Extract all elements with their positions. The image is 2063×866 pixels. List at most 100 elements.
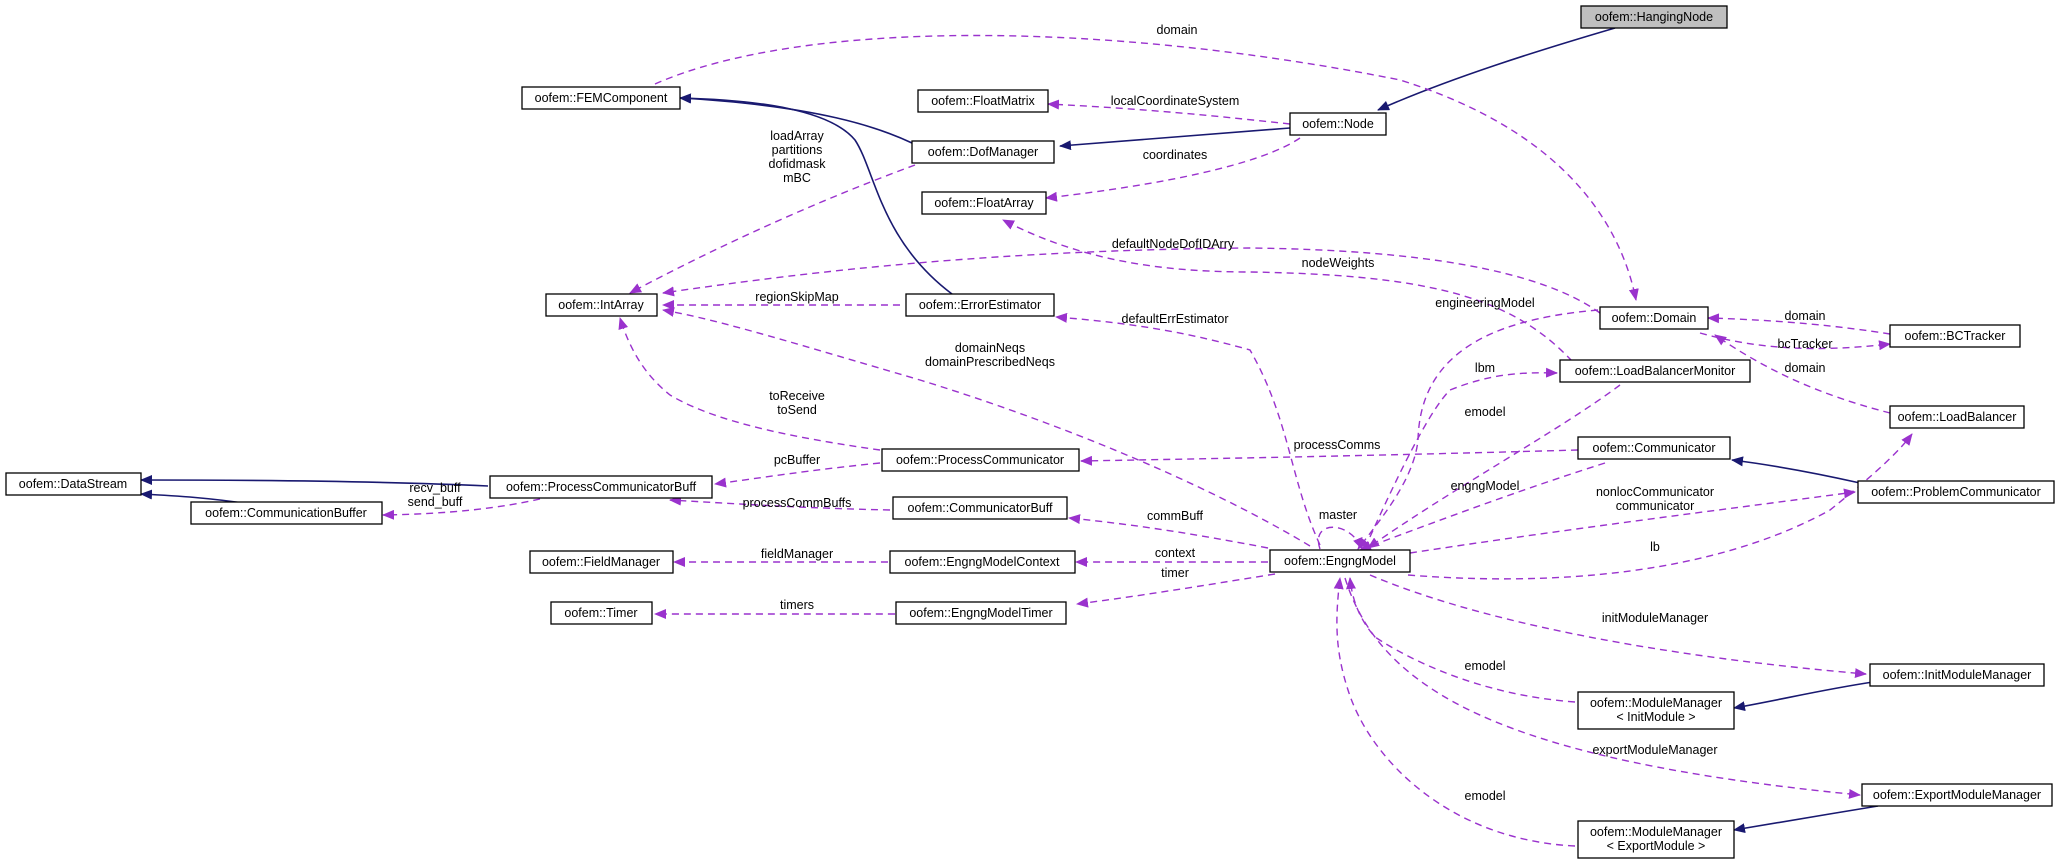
- text-line: nonlocCommunicator: [1596, 485, 1714, 499]
- usage-edge-engineeringmodel: [1357, 309, 1599, 550]
- label-region-skip-map: regionSkipMap: [755, 290, 838, 304]
- node-module-manager-init-module[interactable]: oofem::ModuleManager< InitModule >: [1577, 691, 1735, 730]
- usage-edge-initmodulemanager: [1369, 574, 1867, 679]
- svg-text:oofem::ExportModuleManager: oofem::ExportModuleManager: [1873, 788, 2041, 802]
- svg-text:oofem::ErrorEstimator: oofem::ErrorEstimator: [919, 298, 1041, 312]
- text-line: oofem::FieldManager: [542, 555, 660, 569]
- node-problem-communicator[interactable]: oofem::ProblemCommunicator: [1857, 480, 2055, 504]
- text-line: oofem::ExportModuleManager: [1873, 788, 2041, 802]
- label-comm-buff: commBuff: [1147, 509, 1204, 523]
- text-line: oofem::Domain: [1612, 311, 1697, 325]
- node-float-matrix[interactable]: oofem::FloatMatrix: [917, 89, 1049, 113]
- node-timer[interactable]: oofem::Timer: [550, 601, 653, 625]
- text-line: exportModuleManager: [1592, 743, 1717, 757]
- node-int-array[interactable]: oofem::IntArray: [545, 293, 658, 317]
- label-pc-buffer: pcBuffer: [774, 453, 820, 467]
- svg-text:oofem::FloatMatrix: oofem::FloatMatrix: [931, 94, 1035, 108]
- node-float-array[interactable]: oofem::FloatArray: [921, 191, 1047, 215]
- node-communicator[interactable]: oofem::Communicator: [1577, 436, 1731, 460]
- text-line: oofem::FloatMatrix: [931, 94, 1035, 108]
- node-communication-buffer[interactable]: oofem::CommunicationBuffer: [190, 501, 383, 525]
- text-line: loadArray: [770, 129, 824, 143]
- label-default-err-estimator: defaultErrEstimator: [1122, 312, 1229, 326]
- svg-text:oofem::DofManager: oofem::DofManager: [928, 145, 1038, 159]
- label-process-comms: processComms: [1294, 438, 1381, 452]
- usage-edge-commbuff: [1068, 514, 1269, 549]
- node-communicator-buff[interactable]: oofem::CommunicatorBuff: [892, 496, 1068, 520]
- node-module-manager-export-module[interactable]: oofem::ModuleManager< ExportModule >: [1577, 820, 1735, 859]
- text-line: domain: [1785, 361, 1826, 375]
- node-domain[interactable]: oofem::Domain: [1599, 306, 1709, 330]
- text-line: oofem::ModuleManager: [1590, 825, 1722, 839]
- svg-text:oofem::Node: oofem::Node: [1302, 117, 1374, 131]
- node-bc-tracker[interactable]: oofem::BCTracker: [1889, 324, 2021, 348]
- inherit-edge-node-dofmanager: [1059, 127, 1291, 151]
- label-timers: timers: [780, 598, 814, 612]
- text-line: oofem::LoadBalancer: [1898, 410, 2017, 424]
- label-export-module-manager: exportModuleManager: [1592, 743, 1717, 757]
- text-line: oofem::EngngModel: [1284, 554, 1396, 568]
- node-error-estimator[interactable]: oofem::ErrorEstimator: [905, 293, 1055, 317]
- label-init-module-manager: initModuleManager: [1602, 611, 1708, 625]
- text-line: dofidmask: [769, 157, 827, 171]
- svg-text:oofem::EngngModelContext: oofem::EngngModelContext: [905, 555, 1060, 569]
- node-load-balancer-monitor[interactable]: oofem::LoadBalancerMonitor: [1559, 359, 1751, 383]
- inherit-edge-hangingnode-node: [1377, 27, 1616, 111]
- usage-edge-domain-bctracker: [1707, 313, 1891, 335]
- usage-edge-engngmodel-communicator: [1359, 462, 1606, 551]
- text-line: communicator: [1616, 499, 1695, 513]
- text-line: toSend: [777, 403, 817, 417]
- text-line: oofem::Node: [1302, 117, 1374, 131]
- text-line: fieldManager: [761, 547, 833, 561]
- usage-edge-nodeweights: [1002, 219, 1581, 371]
- node-process-communicator-buff[interactable]: oofem::ProcessCommunicatorBuff: [489, 475, 713, 499]
- node-field-manager[interactable]: oofem::FieldManager: [529, 550, 674, 574]
- node-dof-manager[interactable]: oofem::DofManager: [911, 140, 1055, 164]
- svg-text:oofem::FieldManager: oofem::FieldManager: [542, 555, 660, 569]
- node-hanging-node[interactable]: oofem::HangingNode: [1580, 5, 1728, 29]
- label-domain-top: domain: [1157, 23, 1198, 37]
- svg-text:oofem::ProblemCommunicator: oofem::ProblemCommunicator: [1871, 485, 2041, 499]
- node-engng-model[interactable]: oofem::EngngModel: [1269, 549, 1411, 573]
- node-process-communicator[interactable]: oofem::ProcessCommunicator: [881, 448, 1080, 472]
- svg-text:oofem::ModuleManager< ExportMo: oofem::ModuleManager< ExportModule >: [1590, 825, 1722, 853]
- svg-text:oofem::ProcessCommunicatorBuff: oofem::ProcessCommunicatorBuff: [506, 480, 697, 494]
- text-line: processComms: [1294, 438, 1381, 452]
- node-engng-model-timer[interactable]: oofem::EngngModelTimer: [895, 601, 1067, 625]
- label-emodel-export: emodel: [1465, 789, 1506, 803]
- node-engng-model-context[interactable]: oofem::EngngModelContext: [889, 550, 1076, 574]
- label-bc-tracker: bcTracker: [1777, 337, 1832, 351]
- node-load-balancer[interactable]: oofem::LoadBalancer: [1889, 405, 2025, 429]
- text-line: lb: [1650, 540, 1660, 554]
- text-line: coordinates: [1143, 148, 1208, 162]
- svg-text:oofem::CommunicatorBuff: oofem::CommunicatorBuff: [908, 501, 1053, 515]
- text-line: oofem::ErrorEstimator: [919, 298, 1041, 312]
- label-node-weights: nodeWeights: [1302, 256, 1375, 270]
- usage-edge-emodel-init: [1346, 577, 1576, 703]
- text-line: oofem::ProcessCommunicatorBuff: [506, 480, 697, 494]
- text-line: oofem::Timer: [564, 606, 637, 620]
- node-export-module-manager[interactable]: oofem::ExportModuleManager: [1861, 783, 2053, 807]
- text-line: lbm: [1475, 361, 1495, 375]
- usage-edge-defaultnodedofidarry: [662, 247, 1601, 314]
- label-context: context: [1155, 546, 1196, 560]
- text-line: localCoordinateSystem: [1111, 94, 1240, 108]
- text-line: oofem::EngngModelTimer: [909, 606, 1052, 620]
- node-node[interactable]: oofem::Node: [1289, 112, 1387, 136]
- text-line: commBuff: [1147, 509, 1204, 523]
- svg-text:oofem::LoadBalancer: oofem::LoadBalancer: [1898, 410, 2017, 424]
- label-lb: lb: [1650, 540, 1660, 554]
- node-data-stream[interactable]: oofem::DataStream: [5, 472, 142, 496]
- text-line: oofem::FloatArray: [934, 196, 1034, 210]
- inherit-edge-exportmodulemanager-modulemanager: [1733, 805, 1879, 834]
- text-line: processCommBuffs: [743, 496, 852, 510]
- inherit-edge-errorestimator-femcomponent: [679, 93, 953, 295]
- text-line: master: [1319, 508, 1357, 522]
- node-fem-component[interactable]: oofem::FEMComponent: [521, 86, 681, 110]
- text-line: timers: [780, 598, 814, 612]
- label-domain-bctracker: domain: [1785, 309, 1826, 323]
- node-init-module-manager[interactable]: oofem::InitModuleManager: [1869, 663, 2045, 687]
- text-line: oofem::CommunicatorBuff: [908, 501, 1053, 515]
- svg-text:oofem::Communicator: oofem::Communicator: [1593, 441, 1716, 455]
